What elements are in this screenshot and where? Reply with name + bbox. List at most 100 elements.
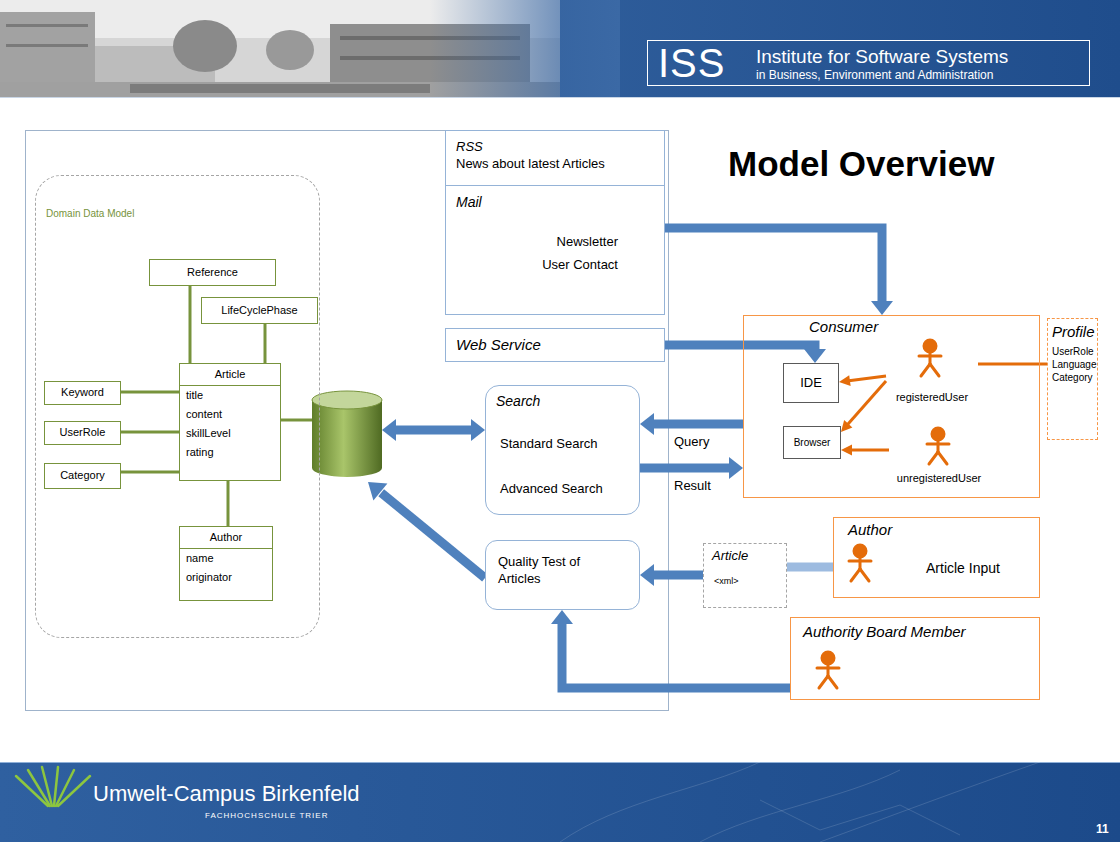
logo-stroke: [58, 776, 90, 806]
connector-line: [665, 228, 882, 302]
connector: [665, 345, 826, 363]
association-line: [280, 419, 312, 422]
actor-leg: [930, 364, 939, 376]
actor-arms: [927, 443, 949, 446]
logo-stroke: [42, 767, 52, 806]
entity-box: LifeCyclePhase: [201, 297, 318, 324]
database-top: [312, 391, 382, 409]
arrow-head: [640, 564, 654, 586]
flow-arrow-shaft: [381, 493, 485, 578]
actor-arms: [849, 560, 871, 563]
actor-head: [924, 340, 936, 352]
arrow-head: [471, 419, 485, 441]
connector-line: [665, 345, 815, 350]
connector: [551, 610, 790, 688]
actor: registeredUser: [886, 339, 978, 405]
arrow-head: [729, 457, 743, 479]
actor-leg: [929, 452, 938, 464]
connector-line: [264, 324, 267, 363]
actor-body: [929, 352, 932, 364]
actor-leg: [819, 676, 828, 688]
arrow-head: [839, 375, 851, 386]
connector: [978, 364, 1047, 365]
node-text: Institute for Software Systems: [756, 46, 1008, 68]
process-box: SearchStandard SearchAdvanced Search: [485, 385, 640, 515]
connector-line: [227, 481, 230, 526]
entity-box: Keyword: [44, 381, 121, 405]
node-title: Author: [848, 521, 892, 539]
connector-line: [653, 571, 703, 580]
node-text: name: [180, 549, 272, 568]
connector: [190, 286, 191, 363]
channel-box: MailNewsletterUser Contact: [445, 185, 665, 315]
actor-figure: [919, 340, 941, 376]
node-title: Article: [712, 548, 748, 564]
actor-arms: [817, 667, 839, 670]
actor-head: [854, 545, 866, 557]
connector-line: [851, 449, 889, 452]
connector: [121, 392, 179, 393]
connector: [121, 472, 179, 473]
node-text: content: [180, 405, 280, 424]
node-text: Standard Search: [496, 435, 631, 452]
node-title: registeredUser: [886, 390, 978, 404]
node-text: originator: [180, 568, 272, 587]
node-text: UserRole: [1052, 345, 1095, 358]
connector-line: [978, 363, 1047, 366]
client-box: IDE: [783, 363, 839, 403]
node-title: Author: [180, 527, 272, 549]
header-band: [0, 0, 1120, 97]
process-box: Quality Test of Articles: [485, 540, 640, 610]
database-cylinder: [312, 400, 382, 477]
entity-box: UserRole: [44, 421, 121, 445]
node-title: RSS: [456, 139, 654, 155]
arrow-head: [804, 349, 826, 363]
photo-window-row: [6, 44, 88, 47]
node-text: <xml>: [714, 576, 739, 587]
node-title: Article: [180, 364, 280, 386]
actor-arms: [919, 355, 941, 358]
actor-head: [932, 428, 944, 440]
node-text: Advanced Search: [496, 480, 631, 497]
photo-window-row: [6, 24, 88, 27]
connector: [841, 445, 889, 456]
node-text: Language: [1052, 358, 1095, 371]
actor-group-box: ConsumerIDEregisteredUserBrowserunregist…: [743, 315, 1040, 498]
connector: [121, 432, 179, 433]
node-title: Consumer: [809, 318, 878, 336]
photo-building: [0, 12, 95, 84]
node-text: skillLevel: [180, 424, 280, 443]
arrow-head: [871, 301, 893, 315]
connector: [839, 375, 886, 386]
connector: [640, 457, 743, 479]
actor-leg: [860, 569, 869, 581]
footer-label: Umwelt-Campus Birkenfeld: [93, 781, 360, 807]
logo-stroke: [16, 776, 48, 806]
photo-fade: [430, 0, 620, 97]
actor-body: [859, 557, 862, 569]
actor-leg: [921, 364, 930, 376]
arrow-head: [640, 413, 654, 435]
entity-box: Reference: [149, 259, 276, 286]
actor-leg: [851, 569, 860, 581]
domain-model-region: Domain Data ModelReferenceLifeCyclePhase…: [35, 175, 320, 638]
node-title: ISS: [658, 41, 725, 85]
actor-leg: [938, 452, 947, 464]
node-text: Newsletter: [456, 233, 618, 250]
node-title: unregisteredUser: [889, 471, 989, 485]
node-title: Profile: [1052, 322, 1095, 341]
connector: [787, 567, 833, 568]
node-title: Mail: [456, 194, 618, 211]
arrow-head: [551, 610, 573, 624]
connector-line: [653, 420, 743, 429]
actor-box: Authority Board Member: [790, 617, 1040, 700]
service-box: Web Service: [445, 328, 665, 362]
node-title: Reference: [150, 260, 275, 284]
connector-line: [121, 431, 179, 434]
photo-tree: [266, 30, 314, 70]
node-title: UserRole: [45, 422, 120, 443]
photo-pond: [130, 84, 430, 93]
node-text: Article Input: [926, 560, 1000, 577]
system-frame: [26, 131, 669, 711]
